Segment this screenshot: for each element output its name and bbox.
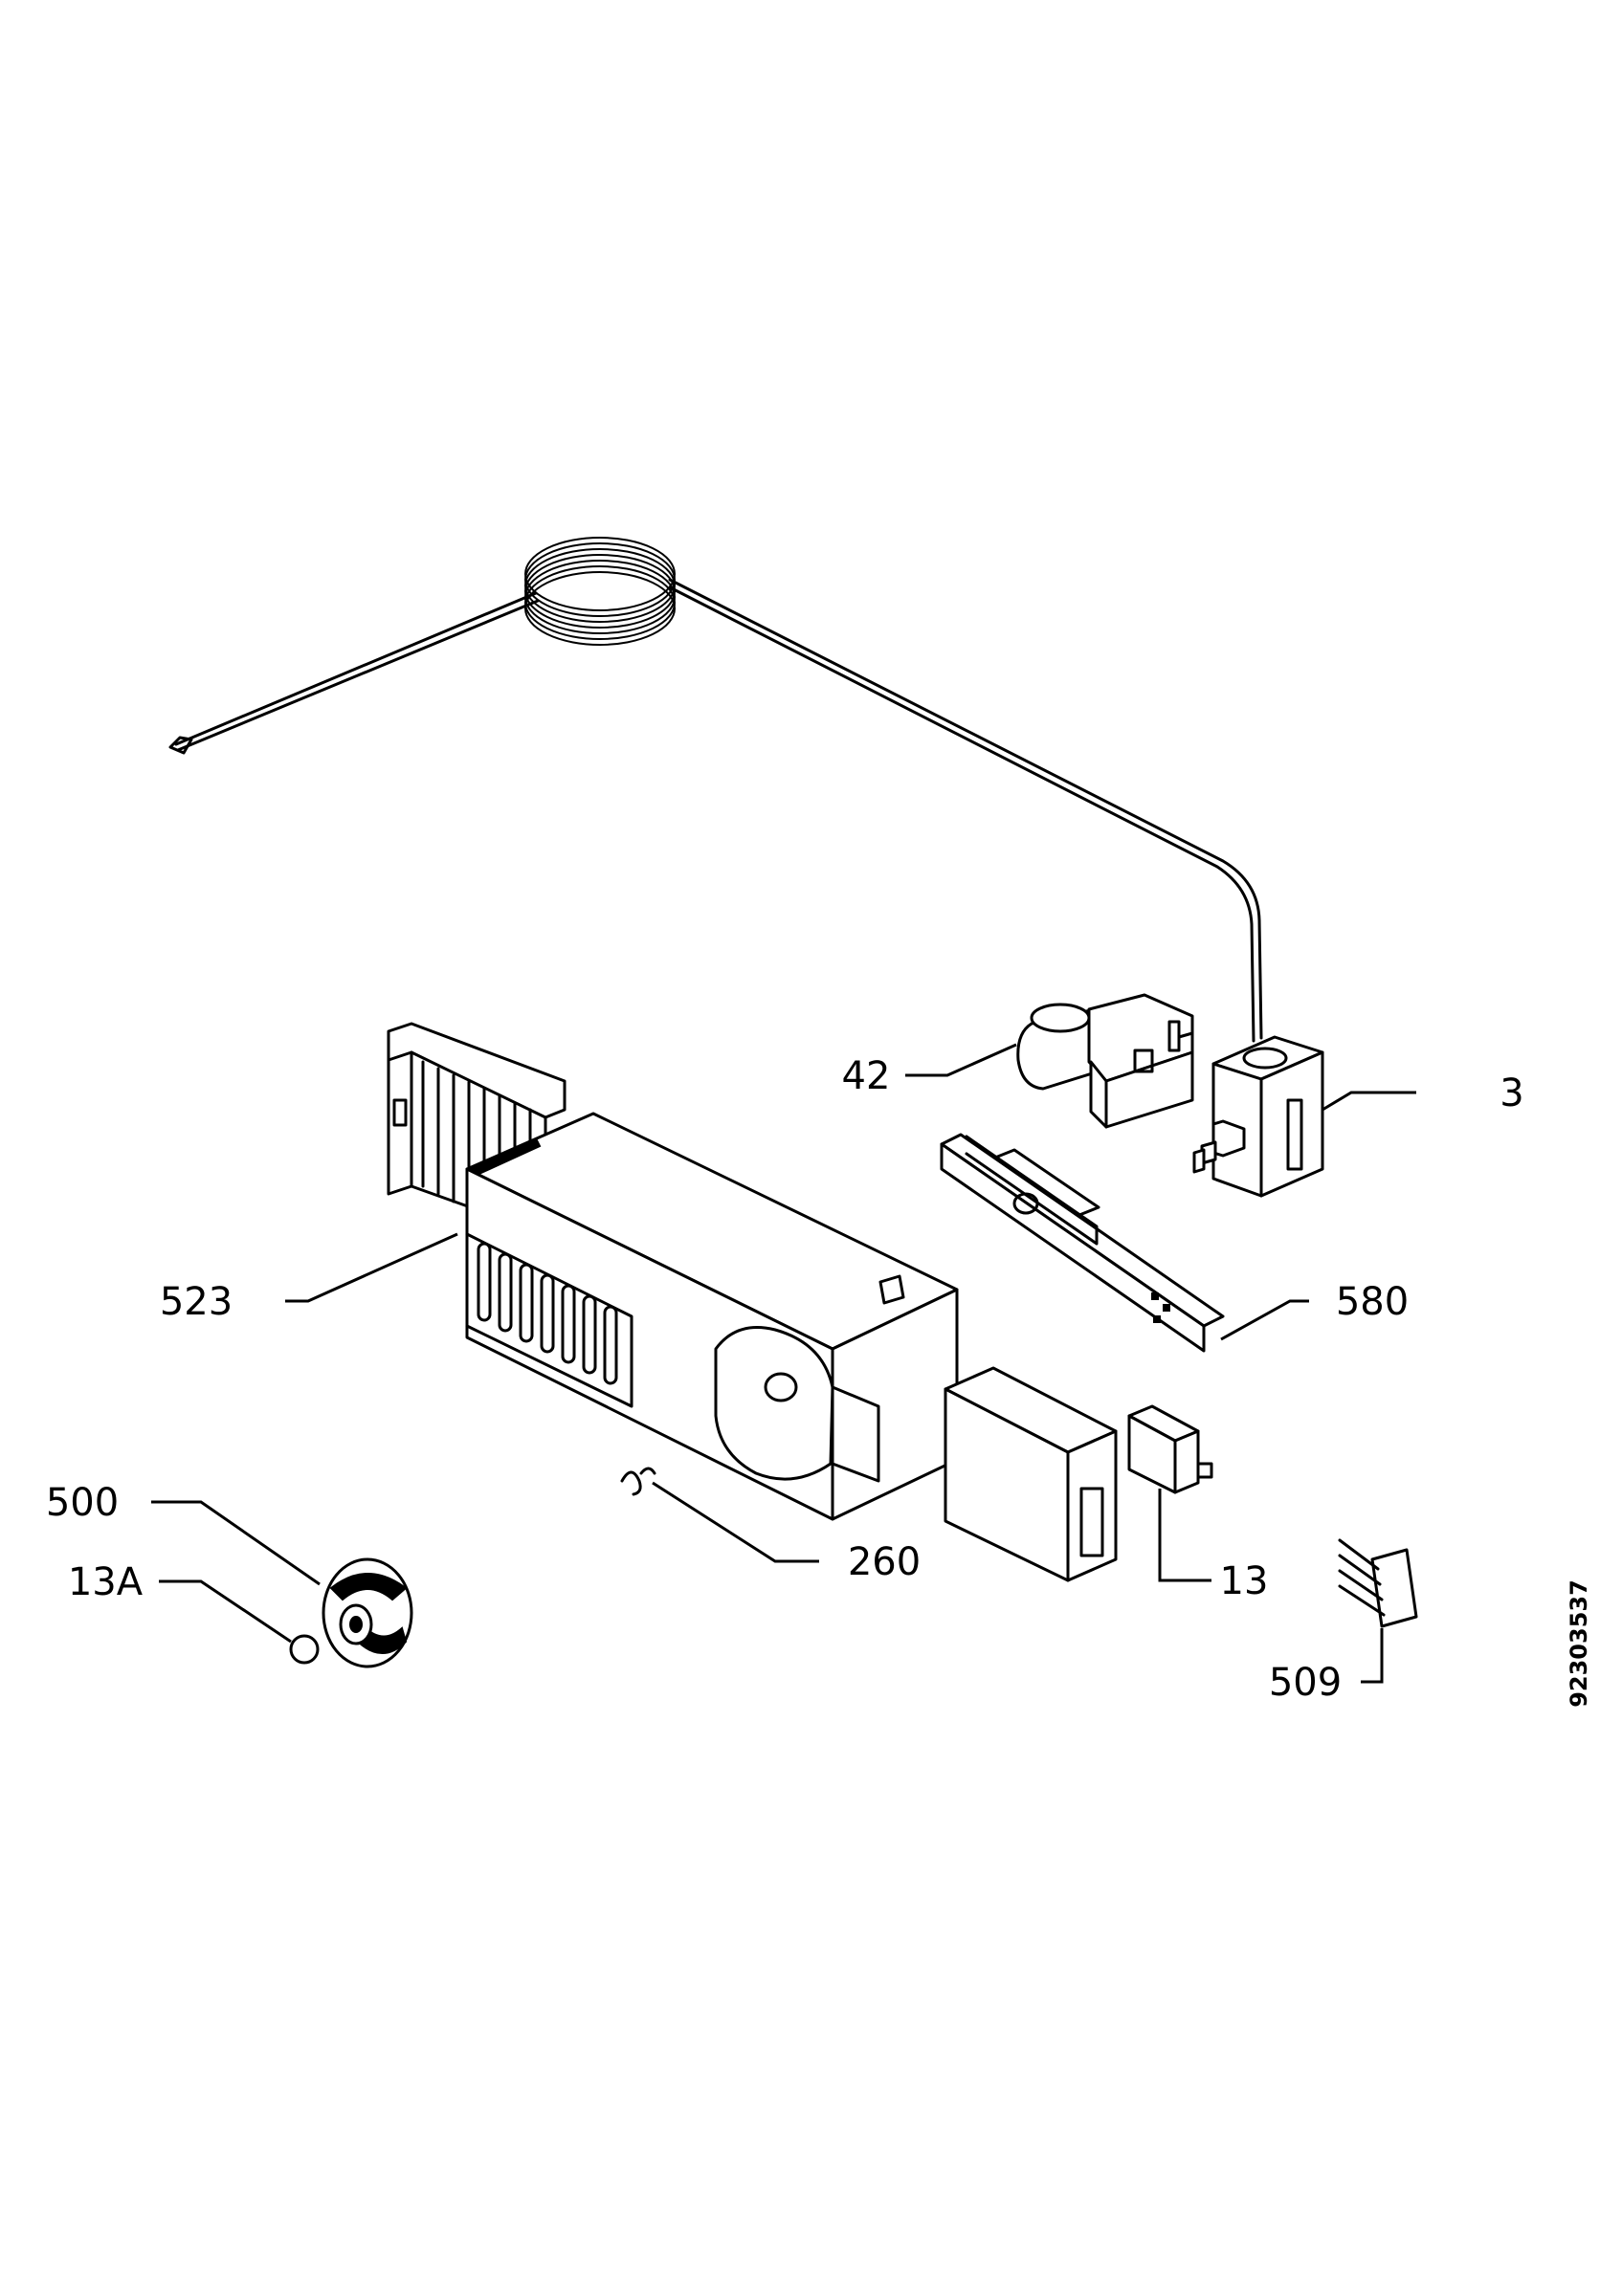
label-part-13: 13: [1220, 1559, 1269, 1603]
label-part-3: 3: [1500, 1071, 1523, 1115]
lamp-holder-part-42: [1016, 993, 1194, 1129]
label-part-13A: 13A: [68, 1560, 144, 1604]
thermostat-part-3: [1192, 1035, 1324, 1198]
knob-part-500: [322, 1557, 413, 1668]
label-part-42: 42: [842, 1054, 891, 1098]
capillary-tube: [168, 537, 1263, 1043]
label-part-580: 580: [1336, 1280, 1409, 1324]
leader-lines: [151, 1043, 1416, 1684]
cap-part-13A: [289, 1634, 320, 1665]
clip-part-260: [620, 1467, 656, 1496]
switch-part-13: [1127, 1404, 1213, 1494]
connector-part-509: [1338, 1538, 1418, 1628]
front-cover-plate: [944, 1366, 1118, 1582]
document-id: 92303537: [1566, 1579, 1592, 1708]
label-part-260: 260: [848, 1540, 921, 1584]
capillary-coil: [524, 537, 676, 646]
label-part-523: 523: [160, 1280, 233, 1324]
front-ribs: [477, 1242, 618, 1385]
label-part-509: 509: [1269, 1661, 1342, 1705]
control-housing-part-523: [387, 1022, 959, 1521]
circuit-board-part-580: [940, 1133, 1225, 1353]
label-part-500: 500: [46, 1481, 119, 1525]
